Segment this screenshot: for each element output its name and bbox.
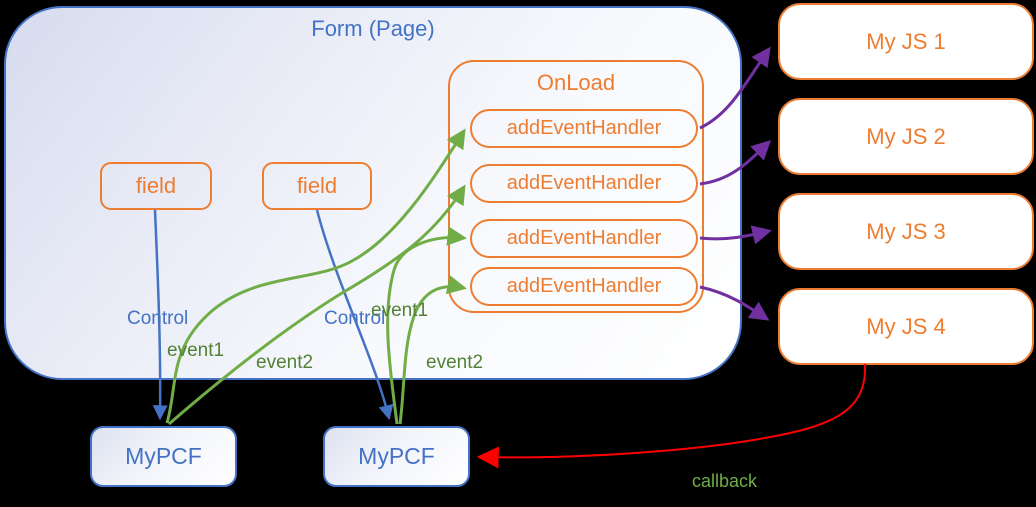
callback-label: callback: [692, 471, 758, 491]
my-js-2-box: My JS 2: [778, 98, 1034, 175]
my-js-2-label: My JS 2: [866, 123, 946, 149]
add-event-handler-2: addEventHandler: [470, 164, 698, 203]
add-event-handler-1: addEventHandler: [470, 109, 698, 148]
my-pcf-2-box: MyPCF: [323, 426, 470, 487]
my-pcf-1-box: MyPCF: [90, 426, 237, 487]
my-js-3-box: My JS 3: [778, 193, 1034, 270]
my-js-1-label: My JS 1: [866, 28, 946, 54]
add-event-handler-label-4: addEventHandler: [506, 275, 662, 297]
my-js-4-box: My JS 4: [778, 288, 1034, 365]
add-event-handler-3: addEventHandler: [470, 219, 698, 258]
add-event-handler-label-2: addEventHandler: [506, 172, 662, 194]
add-event-handler-label-1: addEventHandler: [506, 117, 662, 139]
field-label-2: field: [296, 173, 338, 198]
add-event-handler-4: addEventHandler: [470, 267, 698, 306]
add-event-handler-label-3: addEventHandler: [506, 227, 662, 249]
field-label-1: field: [135, 173, 177, 198]
form-page-title: Form (Page): [311, 16, 435, 41]
my-js-1-box: My JS 1: [778, 3, 1034, 80]
my-js-3-label: My JS 3: [866, 218, 946, 244]
onload-title: OnLoad: [536, 70, 616, 95]
my-pcf-1-label: MyPCF: [125, 443, 202, 469]
my-js-4-label: My JS 4: [866, 313, 946, 339]
my-pcf-2-label: MyPCF: [358, 443, 435, 469]
field-box-2: field: [262, 162, 372, 210]
field-box-1: field: [100, 162, 212, 210]
